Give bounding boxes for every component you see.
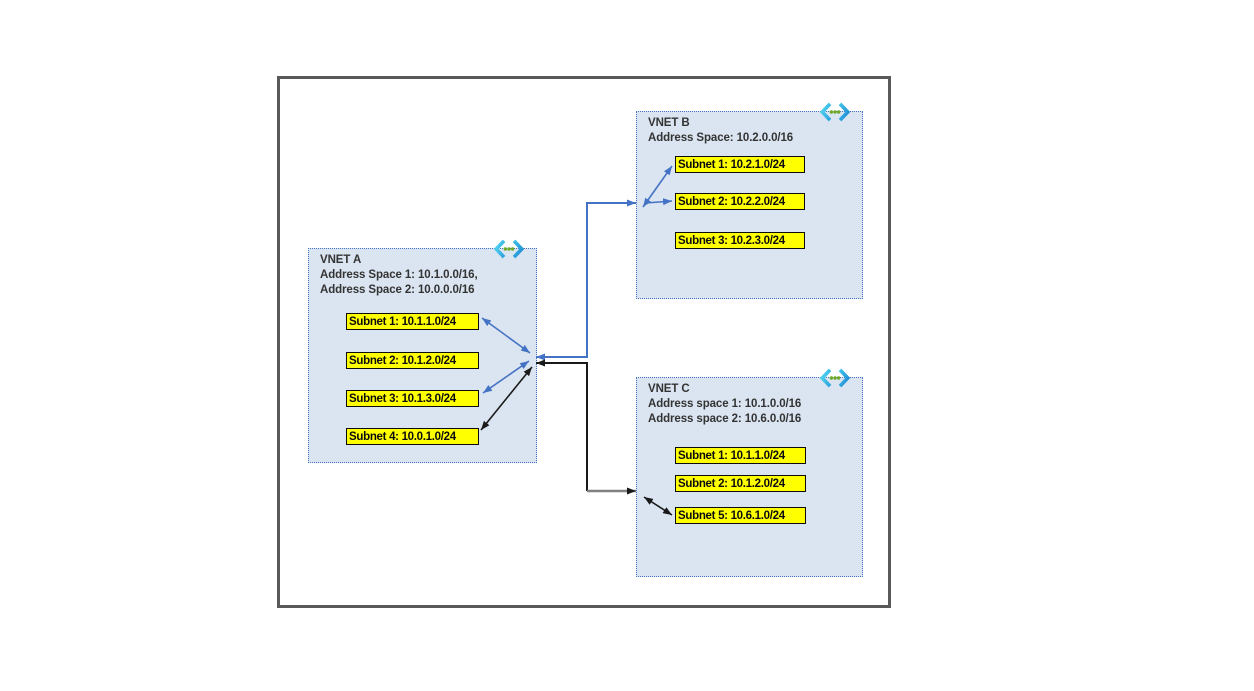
vnet-c-subnet-5: Subnet 5: 10.6.1.0/24 bbox=[675, 507, 806, 524]
vnet-a-address-space-2: Address Space 2: 10.0.0.0/16 bbox=[320, 284, 475, 296]
vnet-a-header: VNET A Address Space 1: 10.1.0.0/16, Add… bbox=[320, 253, 478, 298]
vnet-b-subnet-2: Subnet 2: 10.2.2.0/24 bbox=[675, 193, 805, 210]
vnet-a-address-space-1: Address Space 1: 10.1.0.0/16, bbox=[320, 269, 478, 281]
vnet-a-subnet-1: Subnet 1: 10.1.1.0/24 bbox=[346, 313, 479, 330]
vnet-b-header: VNET B Address Space: 10.2.0.0/16 bbox=[648, 116, 793, 146]
vnet-a-title: VNET A bbox=[320, 254, 362, 266]
vnet-a-panel: VNET A Address Space 1: 10.1.0.0/16, Add… bbox=[308, 239, 537, 463]
virtual-network-icon bbox=[493, 239, 525, 259]
vnet-c-title: VNET C bbox=[648, 383, 690, 395]
vnet-b-address-space: Address Space: 10.2.0.0/16 bbox=[648, 132, 794, 144]
virtual-network-icon bbox=[819, 368, 851, 388]
virtual-network-icon bbox=[819, 102, 851, 122]
vnet-b-subnet-3: Subnet 3: 10.2.3.0/24 bbox=[675, 232, 805, 249]
vnet-c-subnet-1: Subnet 1: 10.1.1.0/24 bbox=[675, 447, 806, 464]
vnet-a-subnet-2: Subnet 2: 10.1.2.0/24 bbox=[346, 352, 479, 369]
vnet-a-subnet-4: Subnet 4: 10.0.1.0/24 bbox=[346, 428, 479, 445]
vnet-c-address-space-1: Address space 1: 10.1.0.0/16 bbox=[648, 398, 802, 410]
vnet-b-subnet-1: Subnet 1: 10.2.1.0/24 bbox=[675, 156, 805, 173]
vnet-c-panel: VNET C Address space 1: 10.1.0.0/16 Addr… bbox=[636, 368, 863, 577]
vnet-c-address-space-2: Address space 2: 10.6.0.0/16 bbox=[648, 413, 802, 425]
vnet-b-title: VNET B bbox=[648, 117, 690, 129]
vnet-b-panel: VNET B Address Space: 10.2.0.0/16 Subnet… bbox=[636, 102, 863, 299]
vnet-a-subnet-3: Subnet 3: 10.1.3.0/24 bbox=[346, 390, 479, 407]
vnet-c-header: VNET C Address space 1: 10.1.0.0/16 Addr… bbox=[648, 382, 801, 427]
vnet-c-subnet-2: Subnet 2: 10.1.2.0/24 bbox=[675, 475, 806, 492]
